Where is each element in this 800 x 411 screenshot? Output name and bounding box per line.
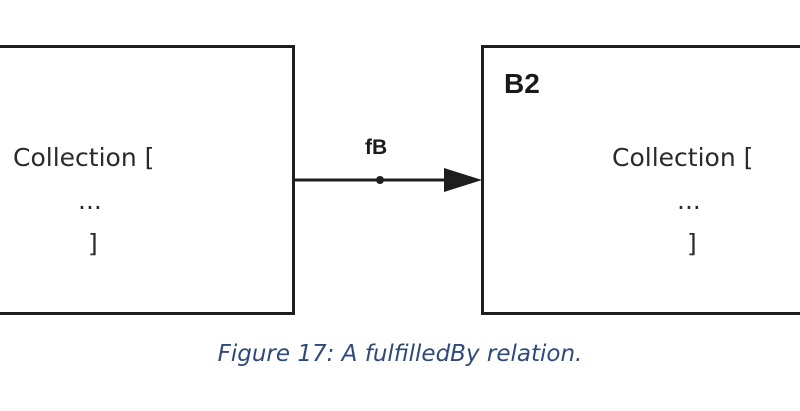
source-collection-open: Collection [ xyxy=(13,143,155,172)
relation-arrow-midpoint xyxy=(376,176,384,184)
relation-arrow-head xyxy=(444,168,482,192)
source-box: Collection [ ... ] xyxy=(0,45,295,315)
target-collection-ellipsis: ... xyxy=(677,186,701,215)
target-collection-close: ] xyxy=(687,229,697,258)
target-box-b2: B2 Collection [ ... ] xyxy=(481,45,800,315)
relation-label: fB xyxy=(365,136,388,159)
target-box-title: B2 xyxy=(504,68,540,99)
figure-caption: Figure 17: A fulfilledBy relation. xyxy=(217,341,583,367)
target-collection-open: Collection [ xyxy=(612,143,754,172)
source-collection-close: ] xyxy=(88,229,98,258)
source-collection-ellipsis: ... xyxy=(78,186,102,215)
